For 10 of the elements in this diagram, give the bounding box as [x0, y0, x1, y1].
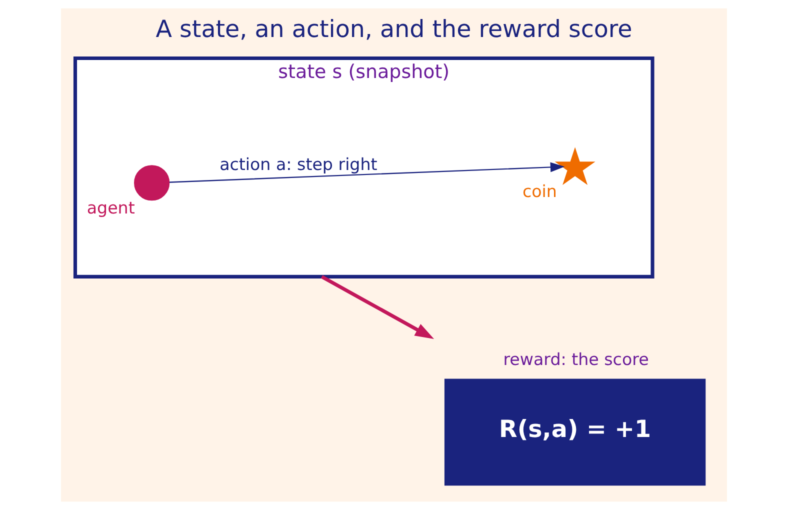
node-star [554, 147, 595, 186]
diagram-title: A state, an action, and the reward score [155, 14, 632, 43]
arrow [320, 275, 434, 340]
node-circle [134, 165, 170, 201]
edge-label: action a: step right [219, 155, 377, 174]
node-label: coin [522, 182, 556, 201]
arrow [168, 162, 564, 183]
node-box: R(s,a) = +1 [444, 378, 706, 486]
node-label: agent [86, 198, 134, 218]
node-label: reward: the score [502, 350, 648, 369]
